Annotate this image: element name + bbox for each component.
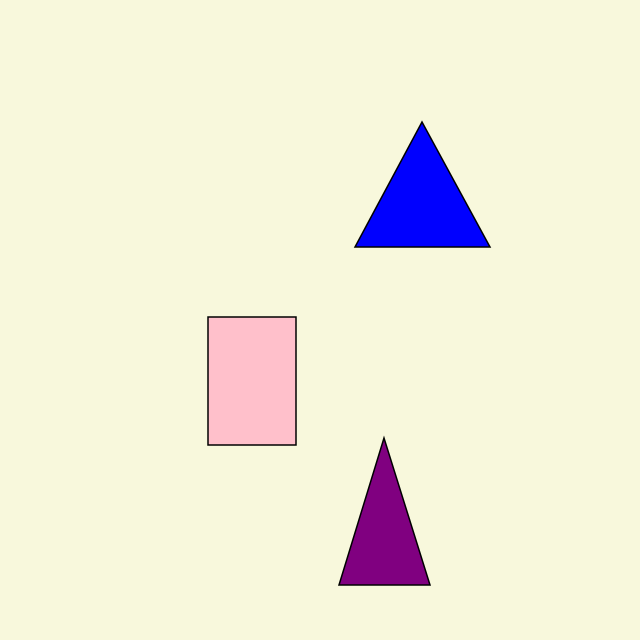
pink-rectangle [207, 316, 297, 446]
blue-triangle [353, 120, 492, 248]
purple-triangle [337, 435, 432, 586]
